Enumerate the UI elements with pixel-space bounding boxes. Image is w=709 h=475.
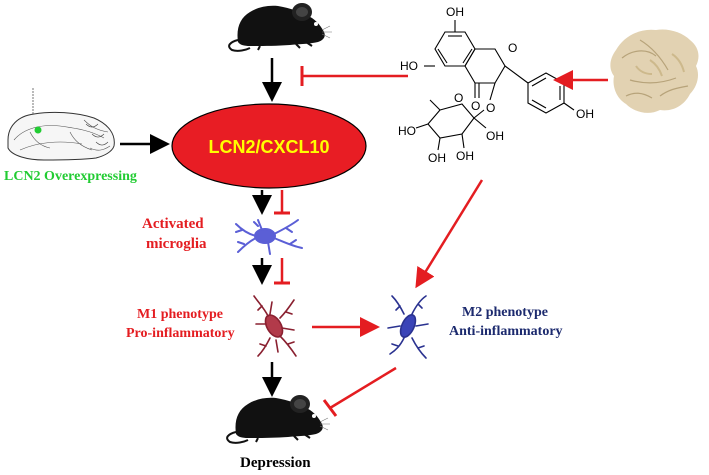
activated-microglia-line1: Activated [142,216,204,232]
microglia-activated-icon [235,219,303,255]
mol-o-ring: O [508,41,517,55]
mouse-bottom-icon [226,395,330,444]
mol-ho-sugar: HO [398,124,416,138]
inhibit-to-m1 [274,258,290,285]
m1-pro-inflammatory-label: Pro-inflammatory [126,326,235,341]
mol-o-sugar: O [454,91,463,105]
mol-oh-b-ring: OH [576,107,594,121]
mol-ho-left: HO [400,59,418,73]
lcn2-overexpressing-label: LCN2 Overexpressing [4,169,137,184]
mol-o-link: O [486,101,495,115]
molecule-labels: OH HO O O O O OH HO OH OH OH [398,5,594,165]
activated-microglia-line2: microglia [146,236,207,252]
m1-phenotype-label: M1 phenotype [137,307,223,322]
arrow-molecule-to-m2 [415,179,484,289]
inhibit-molecule-to-mouse [300,66,408,86]
lcn2-cxcl10-node: LCN2/CXCL10 [171,103,367,189]
herb-root-icon [610,29,699,113]
mol-oh-sugar-1: OH [428,151,446,165]
mol-oh-sugar-3: OH [486,129,504,143]
brain-sagittal-icon [7,88,115,161]
mol-oh-sugar-2: OH [456,149,474,163]
inhibit-to-activated [274,190,290,215]
mol-oh-top: OH [446,5,464,19]
inhibit-m2-to-mouse [322,366,397,417]
molecule-structure [415,20,575,151]
m2-phenotype-label: M2 phenotype [462,305,548,320]
m2-anti-inflammatory-label: Anti-inflammatory [449,324,563,339]
depression-label: Depression [240,455,311,471]
microglia-m2-icon [387,295,429,359]
mouse-top-icon [228,3,332,52]
mol-o-carbonyl: O [471,99,480,113]
microglia-m1-icon [253,295,297,357]
hub-label: LCN2/CXCL10 [208,137,329,157]
